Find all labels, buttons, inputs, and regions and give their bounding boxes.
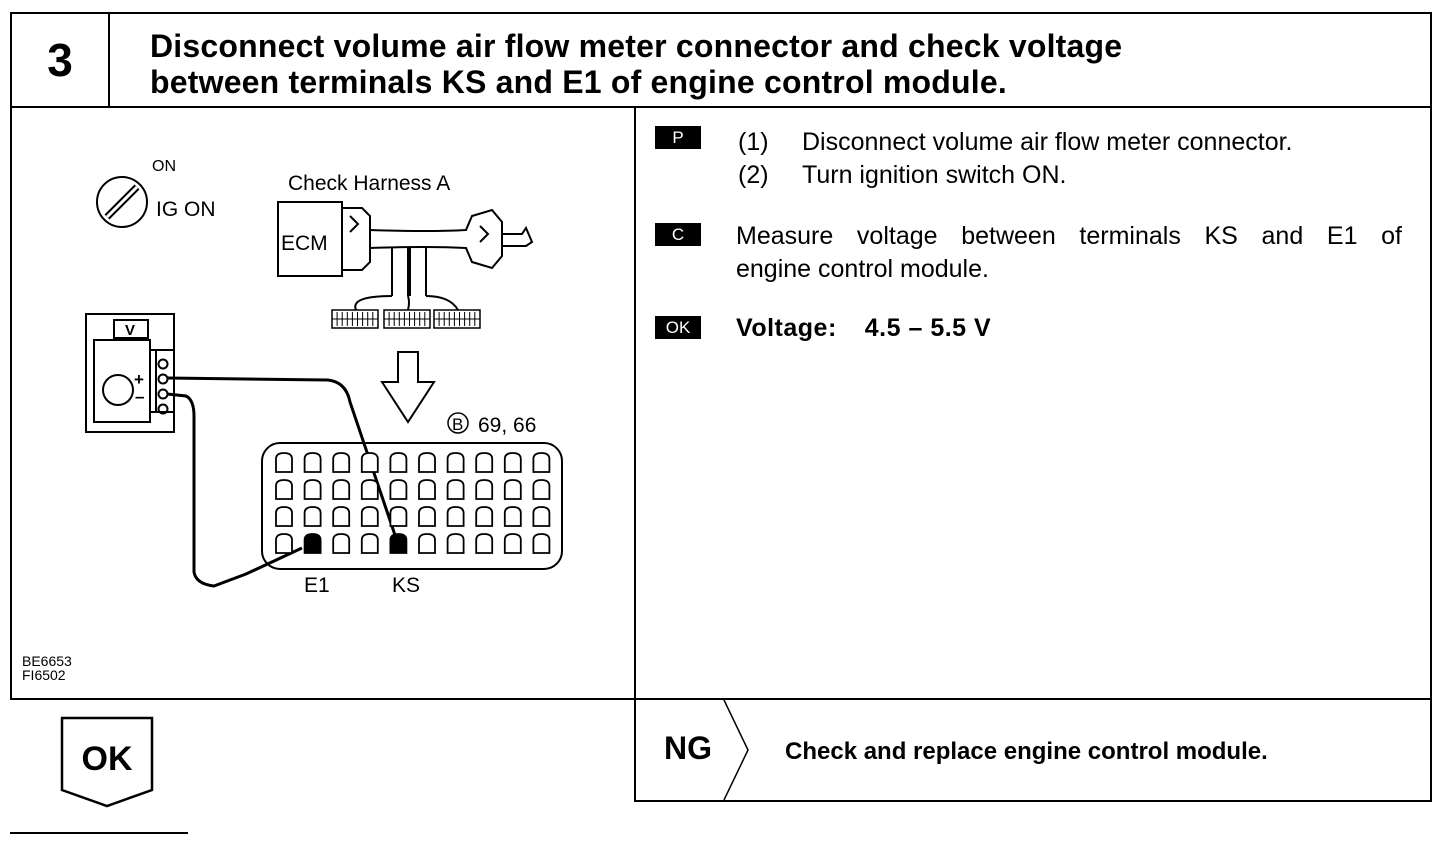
ok-spec-label: Voltage: (736, 314, 837, 342)
ecm-label: ECM (281, 232, 328, 255)
positive-probe-lead (166, 376, 400, 545)
step-title-line-1: Disconnect volume air flow meter connect… (150, 28, 1123, 64)
down-arrow-icon (380, 351, 436, 424)
ng-outcome-box (634, 698, 1432, 802)
negative-probe-lead (166, 392, 303, 588)
meter-label: V (125, 322, 135, 339)
connector-terminal-cell (532, 452, 551, 473)
connector-terminal-cell (503, 452, 522, 473)
ok-outcome-label: OK (81, 740, 133, 778)
ignition-label: IG ON (156, 198, 216, 221)
connector-terminal-cell (360, 533, 379, 554)
connector-terminal-cell (275, 479, 293, 500)
connector-terminal-cell (475, 479, 494, 500)
plus-sign: + (134, 370, 144, 389)
illustration-divider (634, 106, 636, 698)
terminal-e1-label: E1 (304, 574, 330, 597)
connector-terminal-cell (475, 452, 494, 473)
step-number: 3 (47, 34, 73, 86)
connector-terminal-grid (275, 452, 551, 554)
harness-connectors (331, 309, 481, 329)
prep-step-1: (1) Disconnect volume air flow meter conn… (738, 126, 1293, 159)
connector-terminal-cell (418, 479, 436, 500)
connector-terminal-cell (275, 506, 293, 527)
ok-specification: Voltage: 4.5 – 5.5 V (736, 314, 991, 343)
prep-step-2: (2) Turn ignition switch ON. (738, 159, 1066, 192)
figure-code-1: BE6653 (22, 653, 72, 669)
connector-terminal-cell (275, 452, 293, 473)
check-instruction: Measure voltage between terminals KS and… (736, 220, 1402, 286)
connector-terminal-cell (446, 479, 465, 500)
header-divider (108, 14, 110, 106)
figure-code-2: FI6502 (22, 667, 66, 683)
minus-sign: – (135, 387, 144, 406)
connector-terminal-cell (332, 452, 351, 473)
connector-terminal-cell (532, 506, 551, 527)
connector-terminal-cell (389, 479, 408, 500)
ignition-key-icon (96, 176, 148, 228)
connector-terminal-cell (446, 506, 465, 527)
connector-terminal-cell (332, 506, 351, 527)
ok-outcome-badge (60, 716, 154, 808)
ng-outcome-action: Check and replace engine control module. (785, 738, 1268, 765)
ok-spec-value: 4.5 – 5.5 V (864, 314, 992, 342)
connector-terminal-cell (532, 479, 551, 500)
connector-terminal-cell (475, 506, 494, 527)
connector-terminal-cell (389, 506, 408, 527)
check-harness-drawing (277, 201, 534, 311)
connector-terminal-cell (503, 506, 522, 527)
connector-terminal-cell (303, 452, 322, 473)
terminal-ks-cell (389, 533, 408, 554)
ok-tag: OK (655, 316, 701, 339)
check-tag: C (655, 223, 701, 246)
ng-chevron-icon (723, 700, 749, 800)
prep-step-1-text: Disconnect volume air flow meter connect… (802, 128, 1293, 156)
step-title: Disconnect volume air flow meter connect… (150, 28, 1410, 100)
prep-step-2-text: Turn ignition switch ON. (802, 161, 1067, 189)
prep-tag: P (655, 126, 701, 149)
connector-terminal-cell (418, 452, 436, 473)
voltmeter-drawing (85, 313, 175, 433)
terminal-e1-cell (303, 533, 322, 554)
step-header: 3 Disconnect volume air flow meter conne… (10, 12, 1432, 108)
connector-terminal-cell (303, 479, 322, 500)
connector-terminal-cell (360, 506, 379, 527)
connector-ref-symbol: B (452, 415, 463, 434)
ng-outcome-label: NG (664, 730, 712, 766)
step-title-line-2: between terminals KS and E1 of engine co… (150, 64, 1007, 100)
harness-label: Check Harness A (288, 172, 450, 195)
check-instruction-line-2: engine control module. (736, 255, 989, 283)
connector-terminal-cell (332, 479, 351, 500)
prep-step-2-number: (2) (738, 161, 769, 189)
prep-step-1-number: (1) (738, 128, 769, 156)
connector-terminal-cell (418, 533, 436, 554)
connector-terminal-cell (275, 533, 293, 554)
connector-terminal-cell (360, 479, 379, 500)
connector-terminal-cell (303, 506, 322, 527)
connector-terminal-cell (532, 533, 551, 554)
connector-terminal-cell (360, 452, 379, 473)
connector-terminal-cell (503, 479, 522, 500)
connector-terminal-cell (332, 533, 351, 554)
connector-terminal-cell (503, 533, 522, 554)
ignition-on-label: ON (152, 158, 176, 175)
connector-terminal-cell (446, 452, 465, 473)
connector-ref-pins: 69, 66 (478, 414, 536, 437)
connector-terminal-cell (475, 533, 494, 554)
footer-rule (10, 832, 188, 834)
ecm-connector-body (261, 442, 563, 570)
connector-terminal-cell (418, 506, 436, 527)
connector-terminal-cell (389, 452, 408, 473)
step-body (10, 106, 1432, 700)
check-instruction-line-1: Measure voltage between terminals KS and… (736, 222, 1402, 250)
connector-terminal-cell (446, 533, 465, 554)
terminal-ks-label: KS (392, 574, 420, 597)
wiring-illustration: ON IG ON Check Harness A ECM V + – B 69,… (85, 158, 563, 597)
